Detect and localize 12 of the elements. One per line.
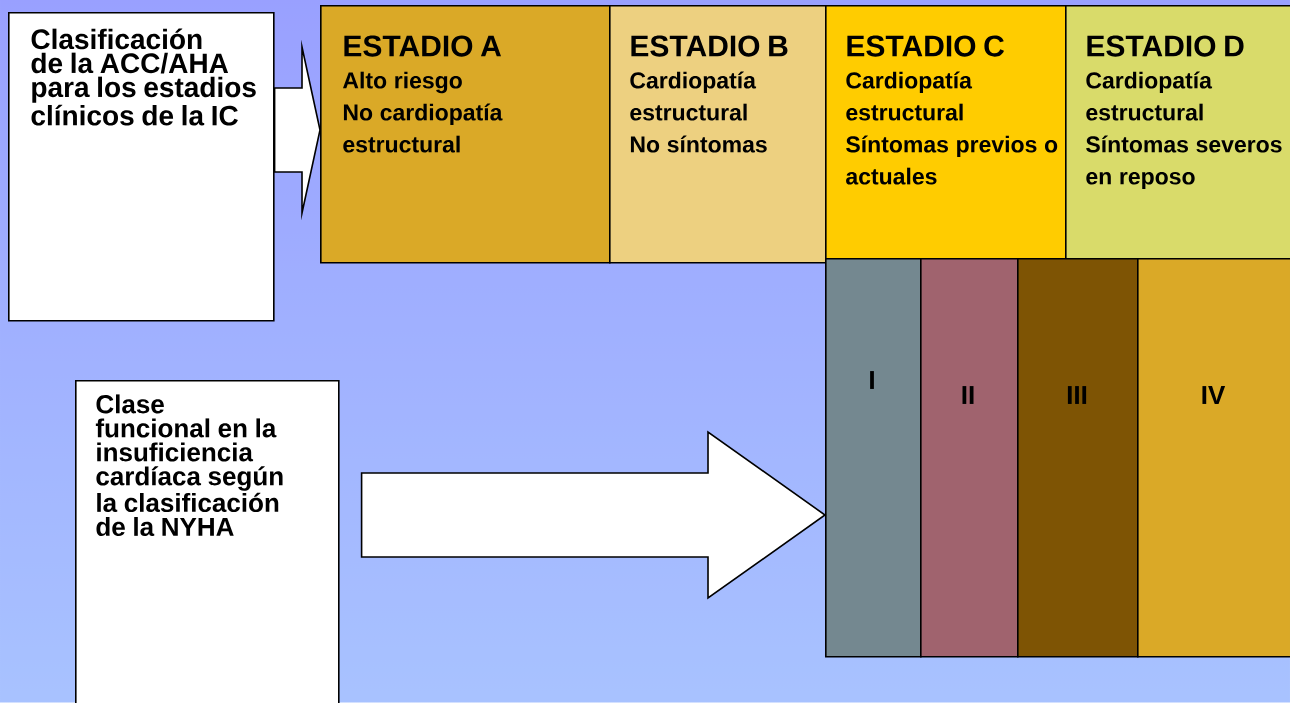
text-box: Clasificación de la ACC/AHA para los estadios clínicos de la IC	[8, 12, 275, 322]
stage-box: ESTADIO A Alto riesgo No cardiopatía estructural	[320, 5, 611, 264]
class-column: IV	[1137, 258, 1290, 658]
block-arrow	[273, 39, 321, 221]
text-box: Clase funcional en la insuficiencia cardíaca según la clasificación de la NYHA	[75, 380, 340, 703]
class-column: III	[1017, 258, 1139, 658]
class-column: II	[920, 258, 1019, 658]
block-arrow	[360, 430, 827, 600]
stage-box: ESTADIO C Cardiopatía estructural Síntomas previos o actuales	[825, 5, 1067, 260]
stage-box: ESTADIO B Cardiopatía estructural No síntomas	[609, 5, 827, 264]
stage-box: ESTADIO D Cardiopatía estructural Síntomas severos en reposo	[1065, 5, 1290, 260]
class-column: I	[825, 258, 922, 658]
